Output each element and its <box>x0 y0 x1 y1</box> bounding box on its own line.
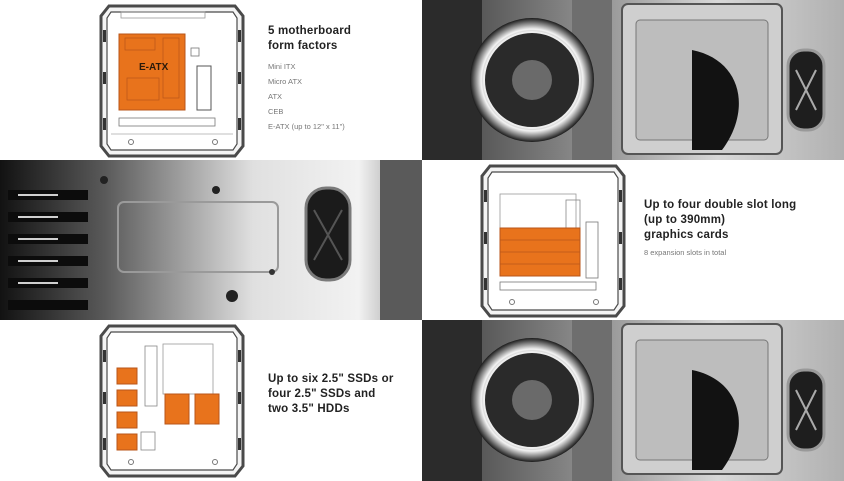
heading-line: Up to four double slot long <box>644 199 797 211</box>
heading-line: 5 motherboard <box>268 25 352 37</box>
fan-photo-image <box>422 320 844 481</box>
list-item: E-ATX (up to 12" x 11") <box>268 122 345 131</box>
gpu-heading: Up to four double slot long (up to 390mm… <box>644 198 796 243</box>
back-panel-image <box>0 160 422 320</box>
gpu-text: Up to four double slot long (up to 390mm… <box>644 198 796 260</box>
motherboard-panel: E-ATX 5 motherboard form factors Mini IT… <box>0 0 422 160</box>
form-factor-list: Mini ITX Micro ATX ATX CEB E-ATX (up to … <box>268 59 351 134</box>
heading-line: form factors <box>268 40 338 52</box>
heading-line: graphics cards <box>644 229 729 241</box>
heading-line: Up to six 2.5" SSDs or <box>268 373 394 385</box>
storage-heading: Up to six 2.5" SSDs or four 2.5" SSDs an… <box>268 372 394 417</box>
storage-text: Up to six 2.5" SSDs or four 2.5" SSDs an… <box>268 372 394 417</box>
fan-photo-image <box>422 0 844 160</box>
fan-photo-top <box>422 0 844 160</box>
fan-photo-bottom <box>422 320 844 481</box>
case-diagram-motherboard: E-ATX <box>99 4 245 158</box>
motherboard-text: 5 motherboard form factors Mini ITX Micr… <box>268 24 351 134</box>
heading-line: two 3.5" HDDs <box>268 403 350 415</box>
heading-line: (up to 390mm) <box>644 214 726 226</box>
expansion-note: 8 expansion slots in total <box>644 248 727 257</box>
list-item: ATX <box>268 92 283 101</box>
case-diagram-storage <box>99 324 245 478</box>
list-item: Micro ATX <box>268 77 303 86</box>
list-item: CEB <box>268 107 284 116</box>
heading-line: four 2.5" SSDs and <box>268 388 376 400</box>
gpu-panel: Up to four double slot long (up to 390mm… <box>422 160 844 320</box>
motherboard-heading: 5 motherboard form factors <box>268 24 351 54</box>
list-item: Mini ITX <box>268 62 296 71</box>
motherboard-size-label: E-ATX <box>139 62 169 73</box>
back-panel-photo <box>0 160 422 320</box>
storage-panel: Up to six 2.5" SSDs or four 2.5" SSDs an… <box>0 320 422 481</box>
case-diagram-gpu <box>480 164 626 318</box>
